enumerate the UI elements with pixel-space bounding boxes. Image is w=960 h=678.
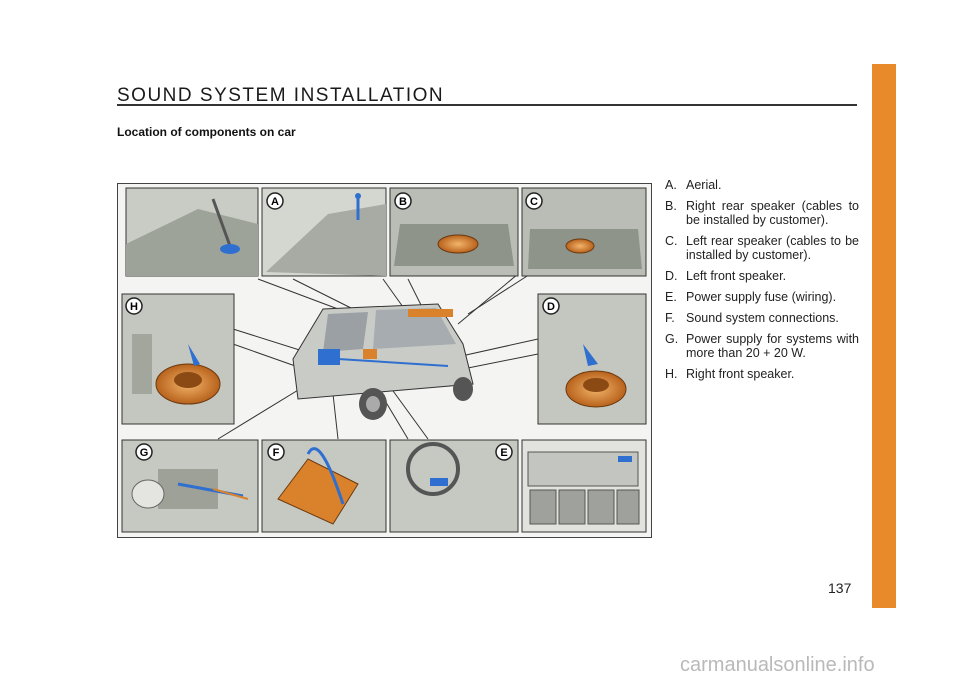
legend-text: Aerial. — [686, 178, 722, 192]
panel-left-front-speaker — [537, 293, 647, 425]
legend-item: B. Right rear speaker (cables to be inst… — [665, 199, 859, 227]
title-rule — [117, 104, 857, 106]
panel-aerial-detail — [261, 187, 387, 277]
legend-item: C. Left rear speaker (cables to be insta… — [665, 234, 859, 262]
legend-item: F. Sound system connections. — [665, 311, 859, 325]
legend-text: Left rear speaker (cables to be installe… — [686, 234, 859, 262]
panel-right-front-speaker — [121, 293, 235, 425]
legend-letter: F. — [665, 311, 675, 325]
legend-item: G. Power supply for systems with more th… — [665, 332, 859, 360]
legend-letter: H. — [665, 367, 678, 381]
legend-letter: B. — [665, 199, 677, 213]
label-g: G — [140, 447, 149, 459]
component-legend: A. Aerial. B. Right rear speaker (cables… — [665, 178, 859, 388]
fuse-box-detail — [521, 439, 647, 533]
panel-fuse-box — [389, 439, 519, 533]
watermark: carmanualsonline.info — [680, 654, 875, 676]
section-subtitle: Location of components on car — [117, 125, 296, 139]
panel-aerial — [125, 187, 259, 277]
panel-left-rear-speaker — [521, 187, 647, 277]
legend-letter: C. — [665, 234, 678, 248]
label-b: B — [399, 196, 407, 208]
legend-text: Sound system connections. — [686, 311, 839, 325]
legend-text: Left front speaker. — [686, 269, 787, 283]
legend-item: H. Right front speaker. — [665, 367, 859, 381]
legend-letter: E. — [665, 290, 677, 304]
legend-letter: A. — [665, 178, 677, 192]
page-title: SOUND SYSTEM INSTALLATION — [117, 85, 445, 106]
legend-text: Right front speaker. — [686, 367, 795, 381]
components-figure: 47824 — [117, 183, 652, 538]
legend-item: D. Left front speaker. — [665, 269, 859, 283]
label-e: E — [500, 447, 507, 459]
label-d: D — [547, 301, 555, 313]
label-h: H — [130, 301, 138, 313]
car-illustration — [292, 303, 474, 420]
figure-illustration: 47824 — [121, 187, 647, 533]
label-a: A — [271, 196, 279, 208]
legend-item: E. Power supply fuse (wiring). — [665, 290, 859, 304]
label-f: F — [273, 447, 280, 459]
legend-text: Power supply for systems with more than … — [686, 332, 859, 360]
legend-letter: D. — [665, 269, 678, 283]
section-tab — [872, 64, 896, 608]
panel-right-rear-speaker — [389, 187, 519, 277]
label-c: C — [530, 196, 538, 208]
legend-text: Right rear speaker (cables to be install… — [686, 199, 859, 227]
panel-labels: A B C H D G F E — [125, 192, 560, 461]
legend-letter: G. — [665, 332, 679, 346]
page-number: 137 — [828, 580, 852, 596]
legend-text: Power supply fuse (wiring). — [686, 290, 837, 304]
legend-item: A. Aerial. — [665, 178, 859, 192]
panel-connections — [261, 439, 387, 533]
panel-power-supply — [121, 439, 259, 533]
